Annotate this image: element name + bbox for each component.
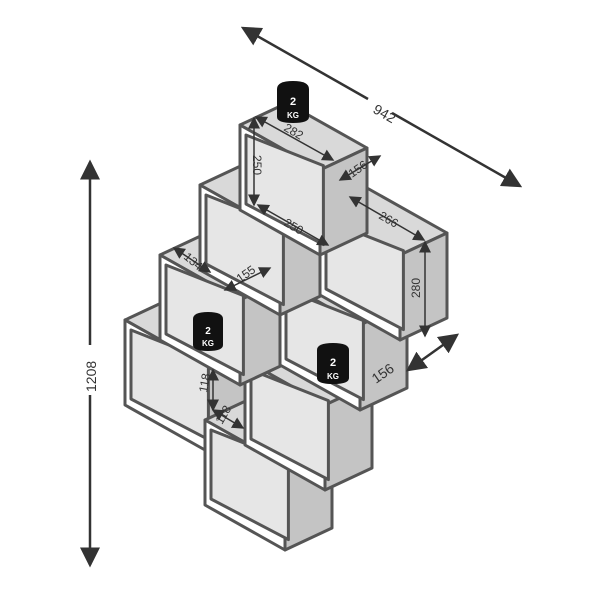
total-width-label: 942 [371, 101, 399, 127]
small-height-label: 118 [196, 372, 213, 394]
right-height-label: 280 [409, 278, 423, 298]
inner-dimension-lines [172, 116, 431, 429]
svg-text:KG: KG [327, 372, 339, 381]
total-width-line [391, 111, 523, 188]
top-height-label: 250 [250, 155, 264, 175]
cube-back-panel [249, 368, 330, 482]
total-width-line [240, 26, 369, 101]
weight-icon: 2 KG [277, 81, 309, 123]
svg-text:2: 2 [290, 96, 296, 108]
svg-text:KG: KG [287, 111, 299, 120]
dimension-lines [80, 26, 523, 568]
total-height-label: 1208 [83, 361, 99, 392]
svg-text:2: 2 [330, 357, 336, 369]
weight-icon: 2 KG [193, 312, 223, 351]
shelf-cubes [123, 101, 449, 552]
depth-line [405, 333, 460, 372]
svg-text:KG: KG [202, 339, 214, 348]
svg-text:2: 2 [205, 326, 211, 337]
weight-icon: 2 KG [317, 343, 349, 384]
